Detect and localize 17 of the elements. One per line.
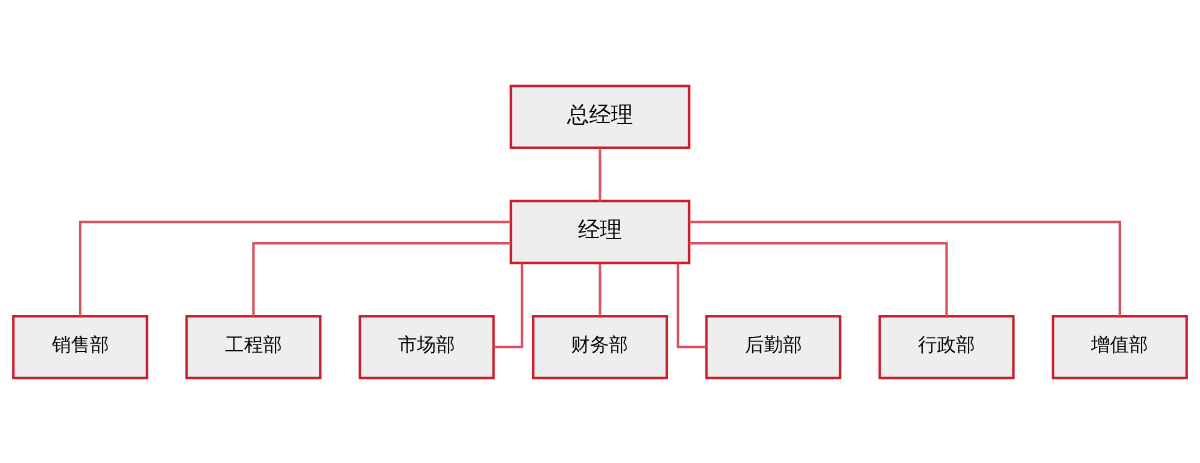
node-box: 财务部 xyxy=(531,314,669,379)
node-box: 增值部 xyxy=(1051,314,1188,379)
node-box: 工程部 xyxy=(185,314,322,379)
connector xyxy=(689,241,948,316)
node-box: 销售部 xyxy=(12,314,149,379)
node-box: 行政部 xyxy=(878,314,1015,379)
node-box: 总经理 xyxy=(509,84,691,149)
connector xyxy=(598,147,602,201)
node-box: 市场部 xyxy=(358,314,495,379)
connector xyxy=(252,241,511,316)
connector xyxy=(493,262,524,348)
connector xyxy=(676,262,707,348)
connector xyxy=(78,220,511,316)
connector xyxy=(689,220,1122,316)
node-box: 后勤部 xyxy=(705,314,842,379)
connector xyxy=(598,262,602,316)
node-box: 经理 xyxy=(509,199,691,264)
